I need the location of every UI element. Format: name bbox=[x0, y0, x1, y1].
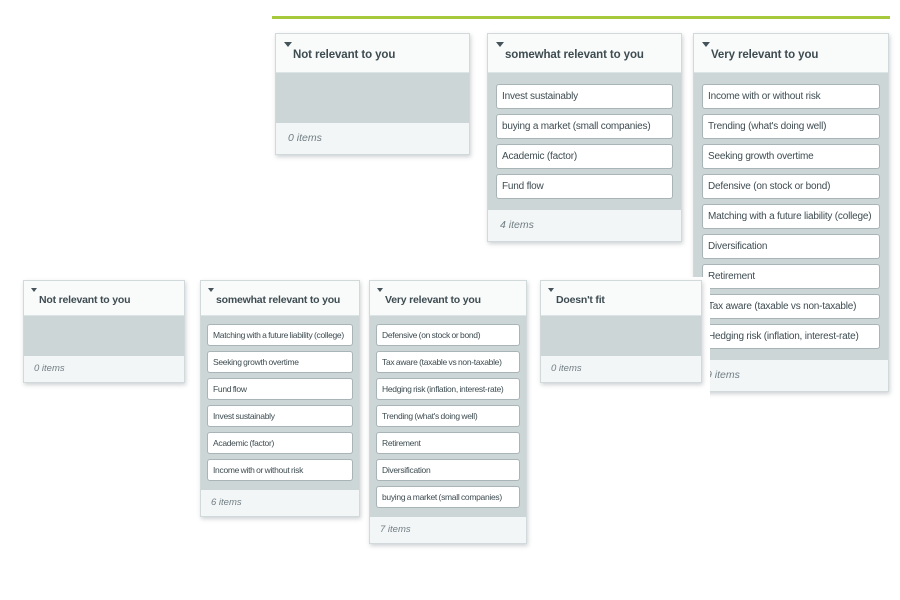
chevron-down-icon[interactable] bbox=[284, 42, 292, 47]
column-header: Doesn't fit bbox=[541, 281, 701, 316]
column-header: Not relevant to you bbox=[24, 281, 184, 316]
card[interactable]: Retirement bbox=[376, 432, 520, 454]
column-bottom-doesnt-fit: Doesn't fit 0 items bbox=[540, 280, 702, 383]
column-title: Not relevant to you bbox=[39, 294, 131, 306]
card[interactable]: Hedging risk (inflation, interest-rate) bbox=[702, 324, 880, 349]
column-title: Very relevant to you bbox=[385, 294, 481, 306]
column-title: Not relevant to you bbox=[293, 49, 396, 61]
card[interactable]: Defensive (on stock or bond) bbox=[376, 324, 520, 346]
column-header: Very relevant to you bbox=[370, 281, 526, 316]
chevron-down-icon[interactable] bbox=[702, 42, 710, 47]
column-dropzone[interactable]: Defensive (on stock or bond) Tax aware (… bbox=[370, 316, 526, 517]
card[interactable]: Matching with a future liability (colleg… bbox=[702, 204, 880, 229]
card[interactable]: Diversification bbox=[376, 459, 520, 481]
card[interactable]: buying a market (small companies) bbox=[376, 486, 520, 508]
chevron-down-icon[interactable] bbox=[496, 42, 504, 47]
column-header: somewhat relevant to you bbox=[488, 34, 681, 73]
item-count: 0 items bbox=[551, 363, 582, 374]
card[interactable]: Fund flow bbox=[496, 174, 673, 199]
column-bottom-somewhat-relevant: somewhat relevant to you Matching with a… bbox=[200, 280, 360, 517]
card[interactable]: Seeking growth overtime bbox=[207, 351, 353, 373]
card[interactable]: Income with or without risk bbox=[207, 459, 353, 481]
card[interactable]: buying a market (small companies) bbox=[496, 114, 673, 139]
column-dropzone[interactable] bbox=[24, 316, 184, 356]
column-header: somewhat relevant to you bbox=[201, 281, 359, 316]
accent-divider bbox=[272, 16, 890, 19]
column-dropzone[interactable] bbox=[541, 316, 701, 356]
chevron-down-icon[interactable] bbox=[377, 288, 383, 292]
item-count: 6 items bbox=[211, 497, 242, 508]
chevron-down-icon[interactable] bbox=[208, 288, 214, 292]
card[interactable]: Seeking growth overtime bbox=[702, 144, 880, 169]
card[interactable]: Retirement bbox=[702, 264, 880, 289]
column-dropzone[interactable]: Invest sustainably buying a market (smal… bbox=[488, 73, 681, 210]
column-title: Very relevant to you bbox=[711, 49, 819, 61]
chevron-down-icon[interactable] bbox=[31, 288, 37, 292]
column-title: somewhat relevant to you bbox=[505, 49, 644, 61]
column-bottom-very-relevant: Very relevant to you Defensive (on stock… bbox=[369, 280, 527, 544]
card[interactable]: Academic (factor) bbox=[496, 144, 673, 169]
card[interactable]: Trending (what's doing well) bbox=[702, 114, 880, 139]
item-count: 7 items bbox=[380, 524, 411, 535]
card[interactable]: Matching with a future liability (colleg… bbox=[207, 324, 353, 346]
card[interactable]: Diversification bbox=[702, 234, 880, 259]
column-header: Not relevant to you bbox=[276, 34, 469, 73]
column-title: Doesn't fit bbox=[556, 294, 605, 306]
column-top-very-relevant: Very relevant to you Income with or with… bbox=[693, 33, 889, 392]
item-count: 0 items bbox=[288, 132, 322, 144]
item-count: 9 items bbox=[706, 369, 740, 381]
column-title: somewhat relevant to you bbox=[216, 294, 341, 306]
card[interactable]: Tax aware (taxable vs non-taxable) bbox=[702, 294, 880, 319]
item-count: 4 items bbox=[500, 219, 534, 231]
column-dropzone[interactable]: Income with or without risk Trending (wh… bbox=[694, 73, 888, 360]
card[interactable]: Hedging risk (inflation, interest-rate) bbox=[376, 378, 520, 400]
card[interactable]: Trending (what's doing well) bbox=[376, 405, 520, 427]
card[interactable]: Fund flow bbox=[207, 378, 353, 400]
item-count: 0 items bbox=[34, 363, 65, 374]
column-top-somewhat-relevant: somewhat relevant to you Invest sustaina… bbox=[487, 33, 682, 242]
card[interactable]: Academic (factor) bbox=[207, 432, 353, 454]
column-dropzone[interactable]: Matching with a future liability (colleg… bbox=[201, 316, 359, 490]
column-top-not-relevant: Not relevant to you 0 items bbox=[275, 33, 470, 155]
card[interactable]: Invest sustainably bbox=[496, 84, 673, 109]
bottom-board: Not relevant to you 0 items somewhat rel… bbox=[0, 277, 710, 558]
column-header: Very relevant to you bbox=[694, 34, 888, 73]
card[interactable]: Defensive (on stock or bond) bbox=[702, 174, 880, 199]
column-dropzone[interactable] bbox=[276, 73, 469, 123]
card[interactable]: Income with or without risk bbox=[702, 84, 880, 109]
card[interactable]: Tax aware (taxable vs non-taxable) bbox=[376, 351, 520, 373]
column-bottom-not-relevant: Not relevant to you 0 items bbox=[23, 280, 185, 383]
card[interactable]: Invest sustainably bbox=[207, 405, 353, 427]
chevron-down-icon[interactable] bbox=[548, 288, 554, 292]
